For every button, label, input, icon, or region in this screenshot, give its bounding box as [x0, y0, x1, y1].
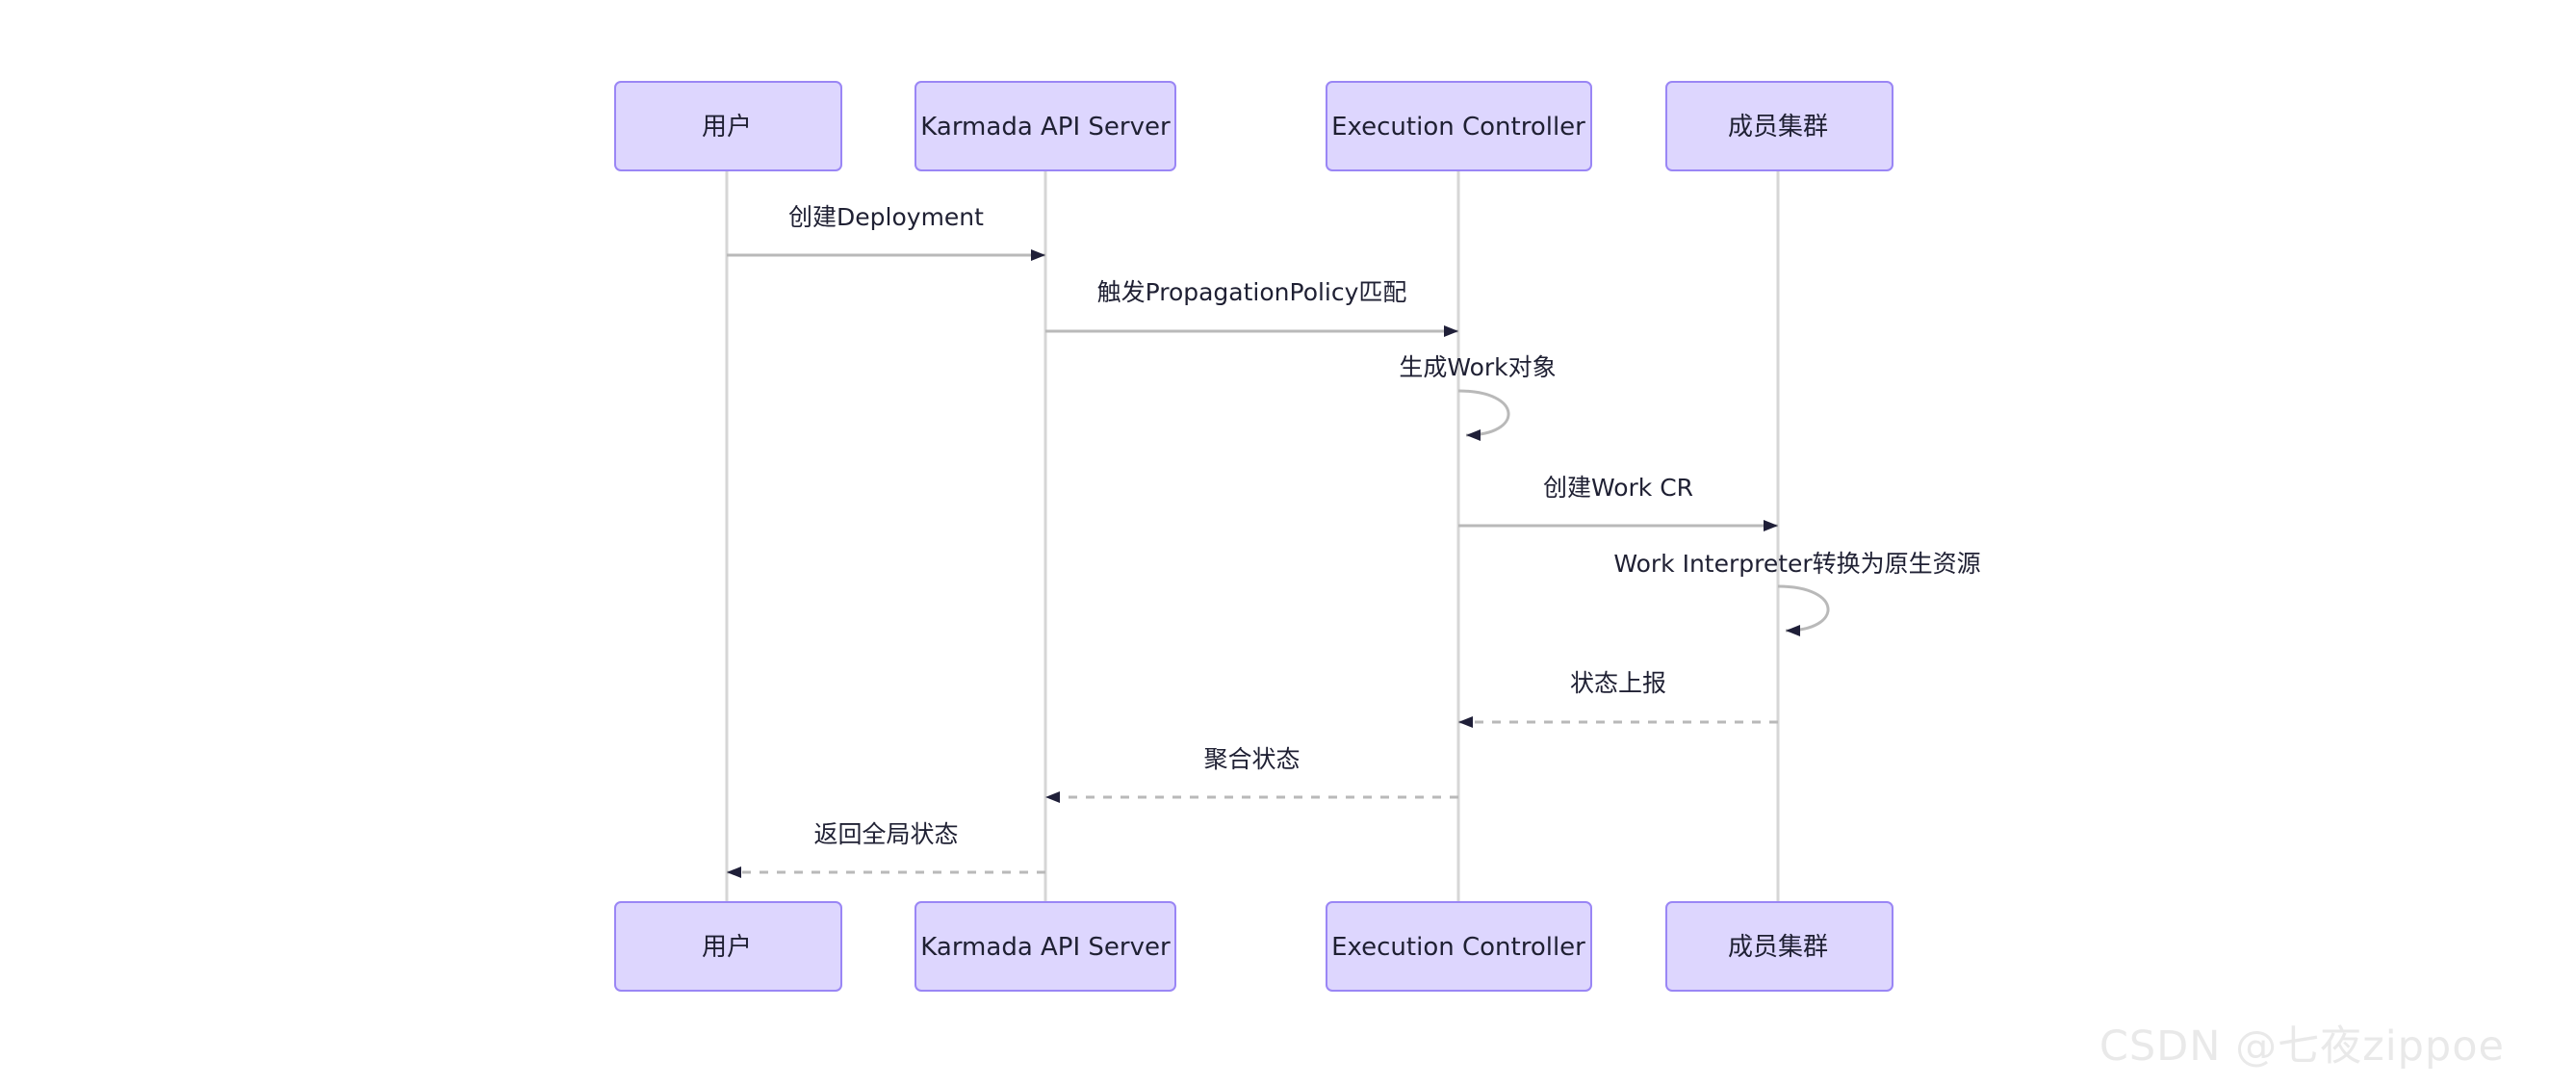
- messages-group: 创建Deployment 触发PropagationPolicy匹配生成Work对…: [727, 203, 1981, 878]
- message-label-m4: 创建Work CR: [1543, 474, 1693, 502]
- message-m3[interactable]: 生成Work对象: [1399, 353, 1557, 441]
- message-label-m6: 状态上报: [1570, 669, 1666, 697]
- message-path-m5: [1777, 584, 1830, 636]
- message-label-m7: 聚合状态: [1203, 745, 1300, 773]
- message-m8[interactable]: 返回全局状态: [727, 820, 1045, 878]
- participant-label-apiserver-top: Karmada API Server: [920, 113, 1171, 142]
- participant-label-member-bottom: 成员集群: [1728, 933, 1828, 962]
- message-m2[interactable]: 触发PropagationPolicy匹配: [1045, 278, 1458, 337]
- message-label-m8: 返回全局状态: [813, 820, 958, 848]
- lifelines-group: [725, 170, 1780, 902]
- message-m5[interactable]: Work Interpreter转换为原生资源: [1613, 550, 1981, 636]
- participant-box-member-top[interactable]: [1665, 81, 1893, 171]
- participant-box-member-bottom[interactable]: [1665, 901, 1893, 992]
- message-m6[interactable]: 状态上报: [1458, 669, 1778, 728]
- csdn-watermark: CSDN @七夜zippoe: [2099, 1022, 2505, 1071]
- participant-label-member-top: 成员集群: [1728, 113, 1828, 142]
- participant-box-apiserver-top[interactable]: [914, 81, 1176, 171]
- participant-box-user-bottom[interactable]: [614, 901, 842, 992]
- message-label-m5: Work Interpreter转换为原生资源: [1613, 550, 1980, 578]
- message-m7[interactable]: 聚合状态: [1045, 745, 1458, 803]
- message-m1[interactable]: 创建Deployment: [727, 203, 1045, 261]
- participant-label-execution-top: Execution Controller: [1331, 113, 1585, 142]
- participant-label-apiserver-bottom: Karmada API Server: [920, 933, 1171, 962]
- participant-label-user-bottom: 用户: [702, 933, 752, 962]
- participant-label-execution-bottom: Execution Controller: [1331, 933, 1585, 962]
- message-path-m3: [1457, 389, 1510, 441]
- participant-box-user-top[interactable]: [614, 81, 842, 171]
- message-label-m2: 触发PropagationPolicy匹配: [1097, 278, 1407, 306]
- participant-box-execution-top[interactable]: [1326, 81, 1592, 171]
- message-label-m1: 创建Deployment: [788, 203, 984, 231]
- message-m4[interactable]: 创建Work CR: [1458, 474, 1778, 531]
- message-label-m3: 生成Work对象: [1399, 353, 1556, 381]
- participant-box-apiserver-bottom[interactable]: [914, 901, 1176, 992]
- participant-box-execution-bottom[interactable]: [1326, 901, 1592, 992]
- participant-label-user-top: 用户: [702, 113, 752, 142]
